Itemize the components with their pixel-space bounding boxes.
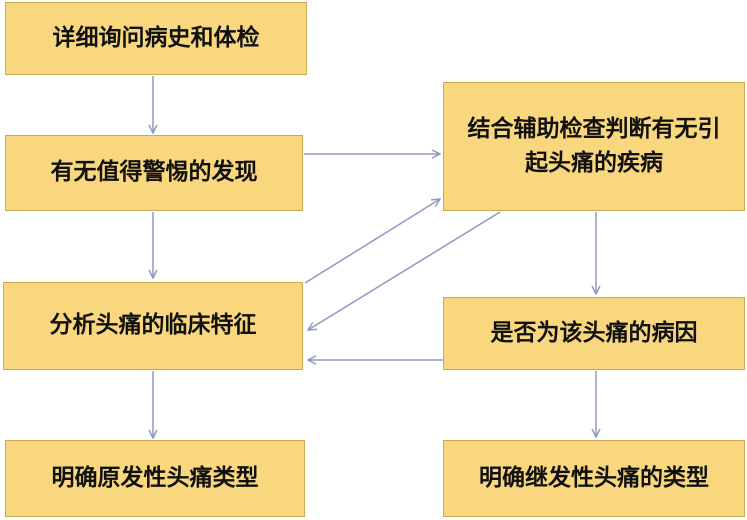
node-primary: 明确原发性头痛类型 <box>5 440 305 517</box>
node-secondary: 明确继发性头痛的类型 <box>443 440 745 517</box>
node-auxiliary: 结合辅助检查判断有无引起头痛的疾病 <box>443 82 745 211</box>
node-features: 分析头痛的临床特征 <box>3 282 303 370</box>
arrow-features-to-auxiliary <box>304 199 440 284</box>
node-cause: 是否为该头痛的病因 <box>443 297 745 370</box>
node-history: 详细询问病史和体检 <box>5 2 307 75</box>
arrow-auxiliary-to-features <box>308 211 501 330</box>
node-warning: 有无值得警惕的发现 <box>5 135 303 211</box>
